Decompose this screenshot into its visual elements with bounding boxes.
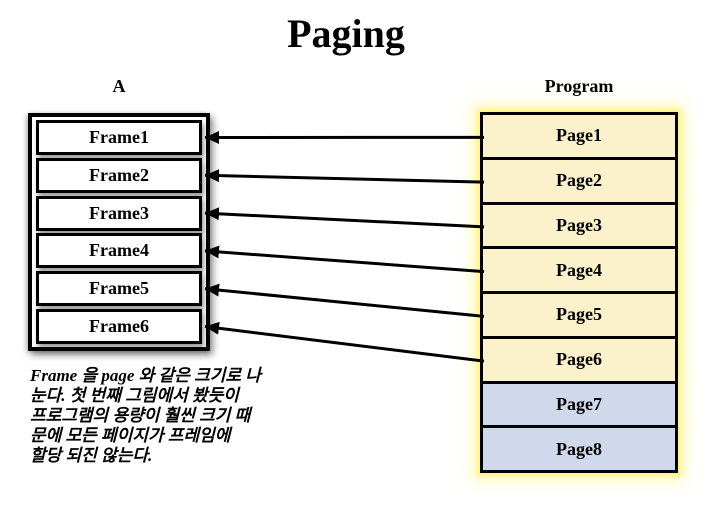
mapping-arrow	[204, 169, 485, 184]
frame-row: Frame6	[36, 308, 202, 344]
page-row: Page7	[483, 383, 675, 429]
frames-column-header: A	[112, 76, 126, 96]
frame-row: Frame5	[36, 271, 202, 307]
frame-row: Frame1	[36, 120, 202, 155]
explanation-note: Frame 을 page 와 같은 크기로 나 눈다. 첫 번째 그림에서 봤듯…	[30, 366, 261, 465]
frame-row: Frame4	[36, 233, 202, 269]
page-row: Page6	[483, 338, 675, 384]
diagram-title: Paging	[287, 11, 405, 56]
page-row: Page2	[483, 159, 675, 205]
frame-row: Frame3	[36, 195, 202, 231]
mapping-arrow	[204, 245, 485, 274]
mapping-arrow	[204, 207, 485, 229]
frame-row: Frame2	[36, 157, 202, 193]
mapping-arrow	[204, 321, 485, 363]
page-row: Page3	[483, 204, 675, 250]
page-row: Page8	[483, 428, 675, 470]
page-row: Page1	[483, 115, 675, 160]
page-row: Page5	[483, 294, 675, 339]
pages-column-header: Program	[544, 76, 614, 96]
mapping-arrow	[204, 283, 485, 318]
page-row: Page4	[483, 249, 675, 294]
